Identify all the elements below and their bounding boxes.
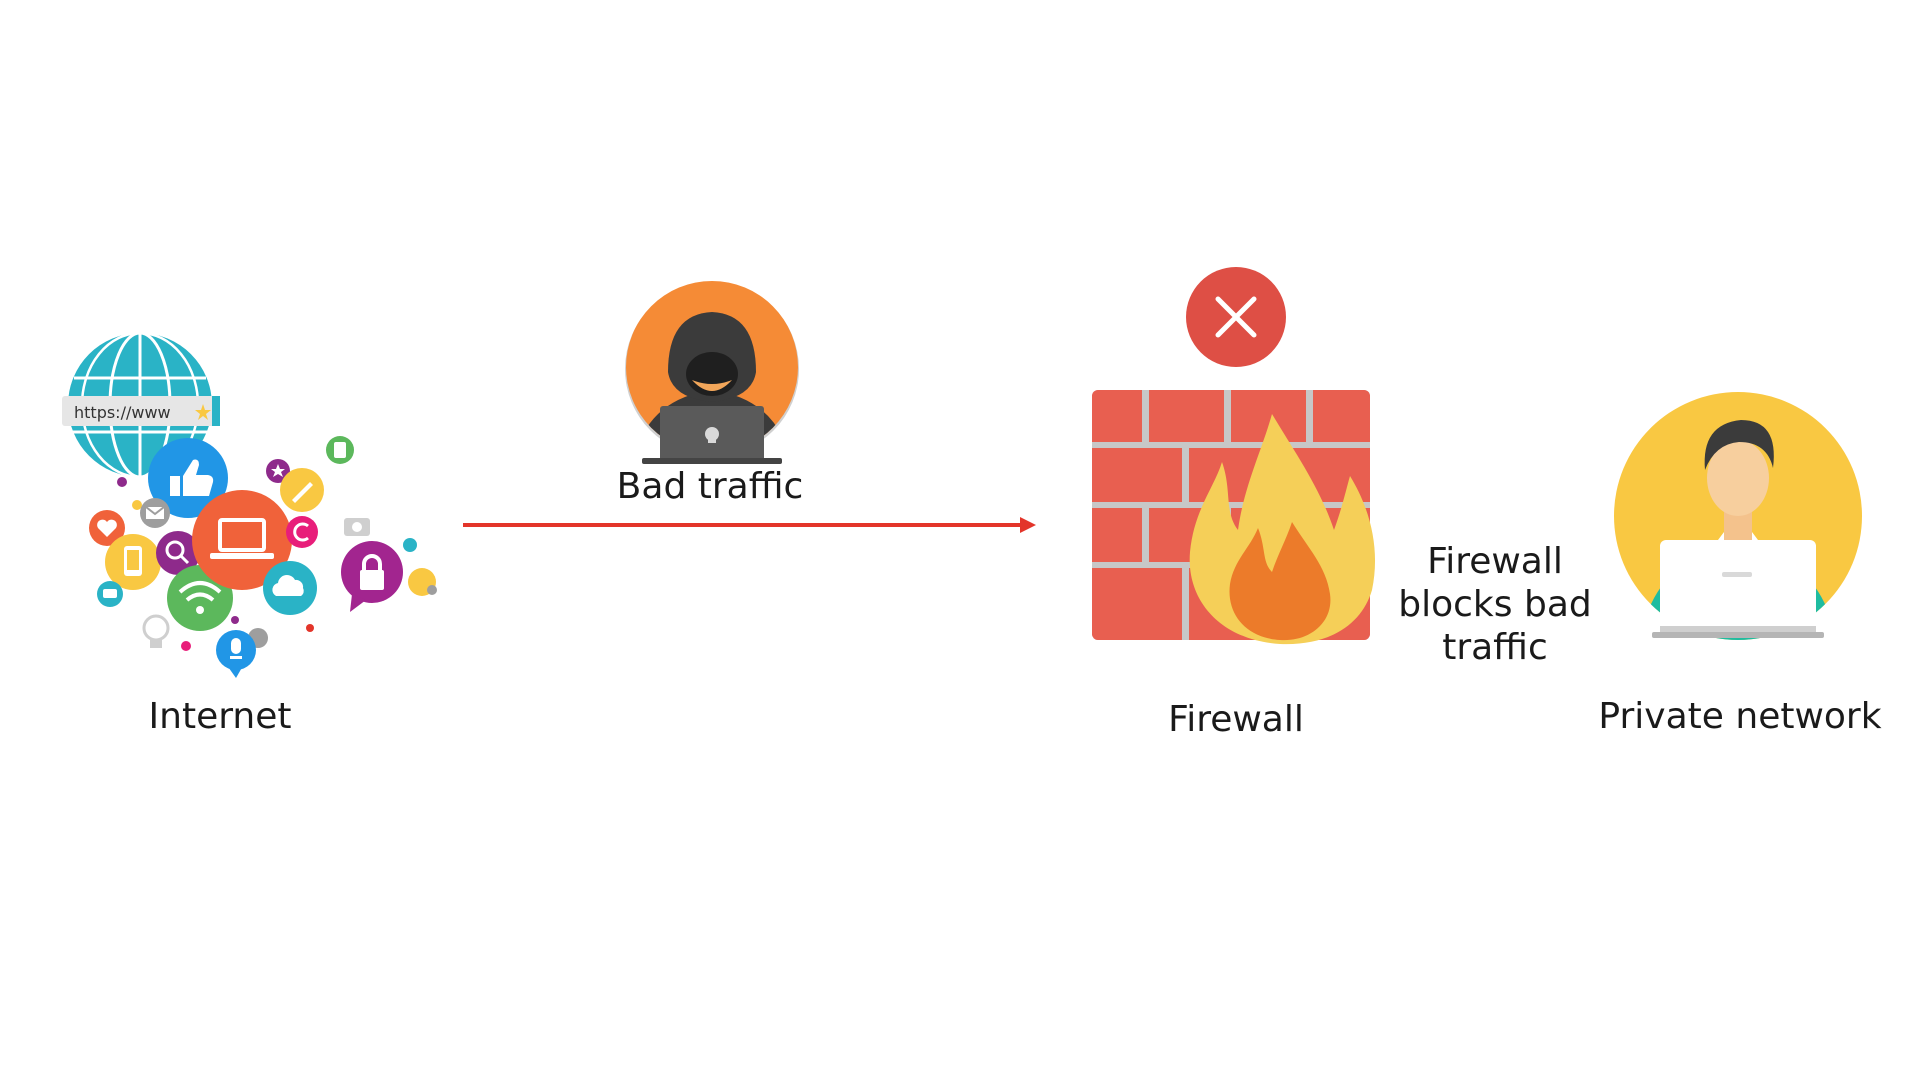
chat-bubble-icon (97, 581, 123, 607)
rocket-bubble-icon (280, 468, 324, 512)
user-laptop-icon (1614, 392, 1862, 640)
camera-icon (344, 518, 370, 536)
url-bar: https://www (62, 396, 220, 426)
mic-bubble-icon (216, 628, 268, 678)
block-x-icon (1186, 267, 1286, 367)
arrow-icon (463, 517, 1036, 533)
lock-bubble-icon (341, 541, 403, 612)
laptop-bubble-icon (192, 490, 292, 590)
flame-icon (1189, 414, 1376, 645)
tablet-bubble-icon (326, 436, 354, 464)
c-bubble-icon (286, 516, 318, 548)
internet-label: Internet (148, 696, 292, 737)
firewall-note: Firewall blocks bad traffic (1398, 541, 1592, 668)
mail-bubble-icon (140, 498, 170, 528)
firewall-label: Firewall (1168, 699, 1304, 740)
url-bar-text: https://www (74, 403, 171, 422)
pin-bubble-icon (408, 568, 437, 596)
star-bubble-icon (266, 459, 290, 483)
cloud-bubble-icon (263, 561, 317, 615)
private-network-label: Private network (1598, 696, 1882, 737)
bad-traffic-label: Bad traffic (616, 466, 804, 507)
phone-bubble-icon (105, 534, 161, 590)
heart-bubble-icon (89, 510, 125, 546)
lightbulb-icon (142, 614, 170, 648)
thumbs-up-bubble-icon (148, 438, 228, 518)
search-bubble-icon (156, 531, 200, 575)
internet-cluster-icon: https://www (62, 331, 437, 678)
hacker-icon (625, 281, 799, 464)
firewall-icon (1092, 390, 1376, 645)
